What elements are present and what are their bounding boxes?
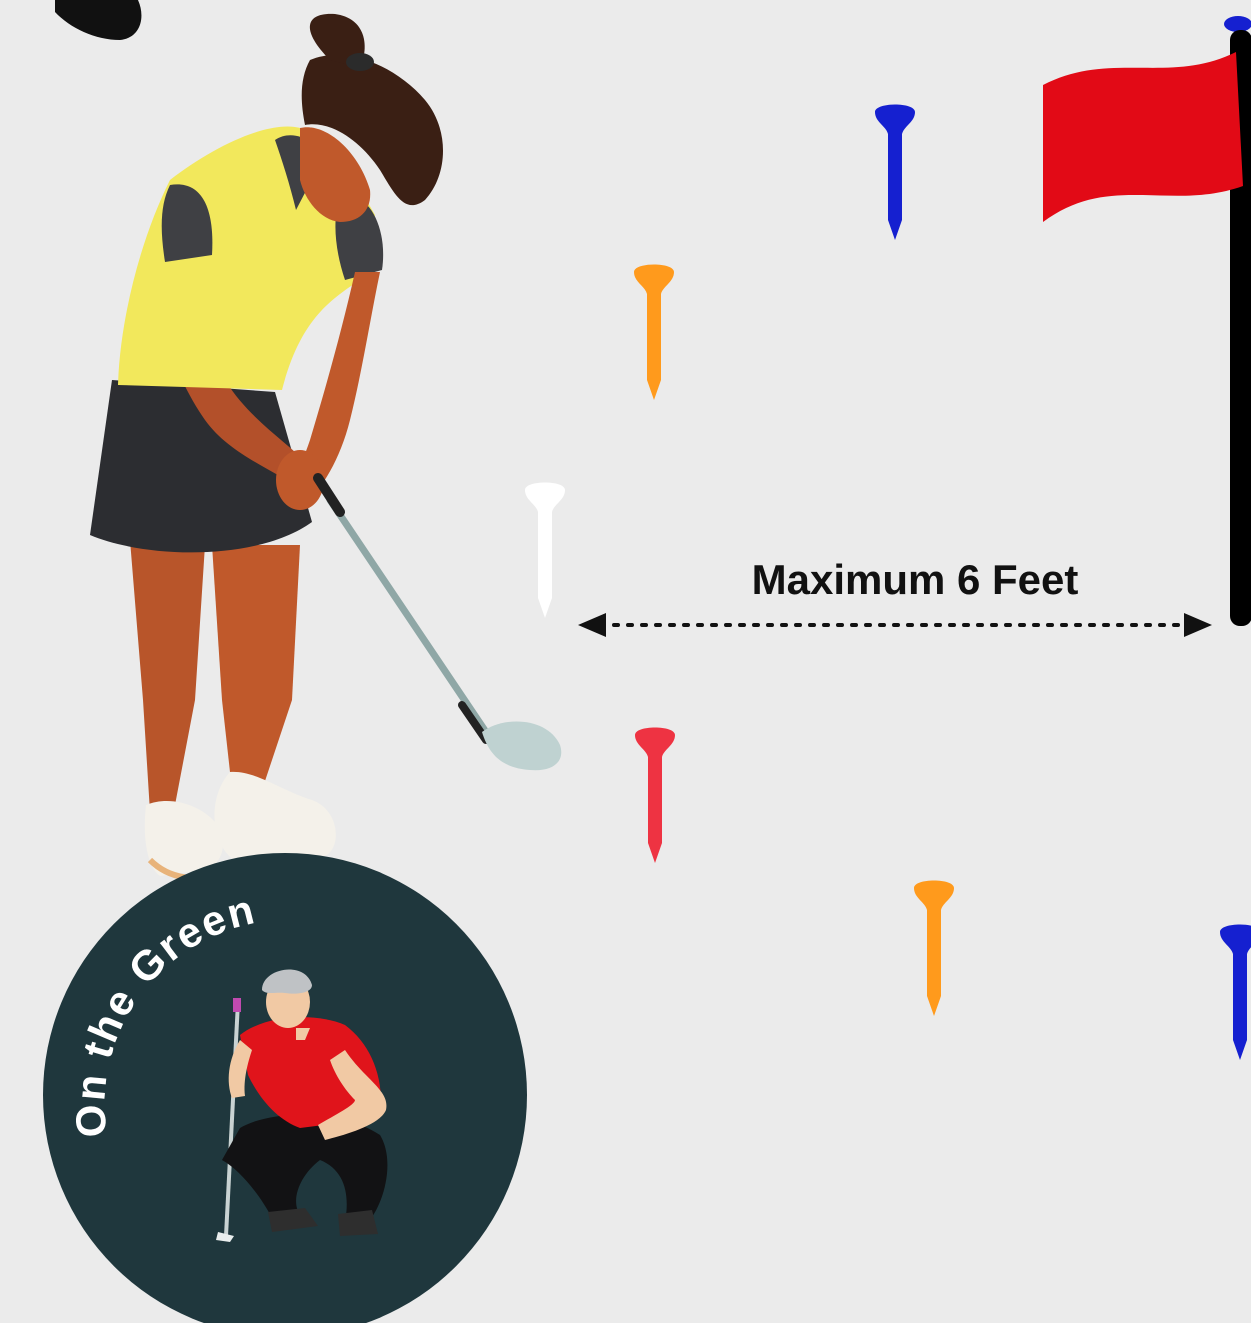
golfer-figure <box>90 14 561 878</box>
tee-orange-upper <box>634 265 674 401</box>
tee-white <box>525 483 565 619</box>
golfer-front-shoe <box>214 772 335 862</box>
on-the-green-badge: On the Green <box>43 853 527 1323</box>
red-flag <box>1043 52 1243 222</box>
tee-blue-right <box>1220 925 1251 1061</box>
tee-blue-top <box>875 105 915 241</box>
partial-shape-top-left <box>55 0 141 40</box>
tee-orange-lower <box>914 881 954 1017</box>
golfer-club-head <box>482 721 561 770</box>
golfer-front-leg <box>212 545 300 790</box>
golfer-club-shaft <box>330 500 490 738</box>
tee-blue-head-top-right <box>1224 16 1251 32</box>
distance-arrow <box>578 613 1212 637</box>
golfer-back-leg <box>130 540 205 812</box>
tee-red <box>635 728 675 864</box>
distance-label: Maximum 6 Feet <box>700 556 1130 604</box>
